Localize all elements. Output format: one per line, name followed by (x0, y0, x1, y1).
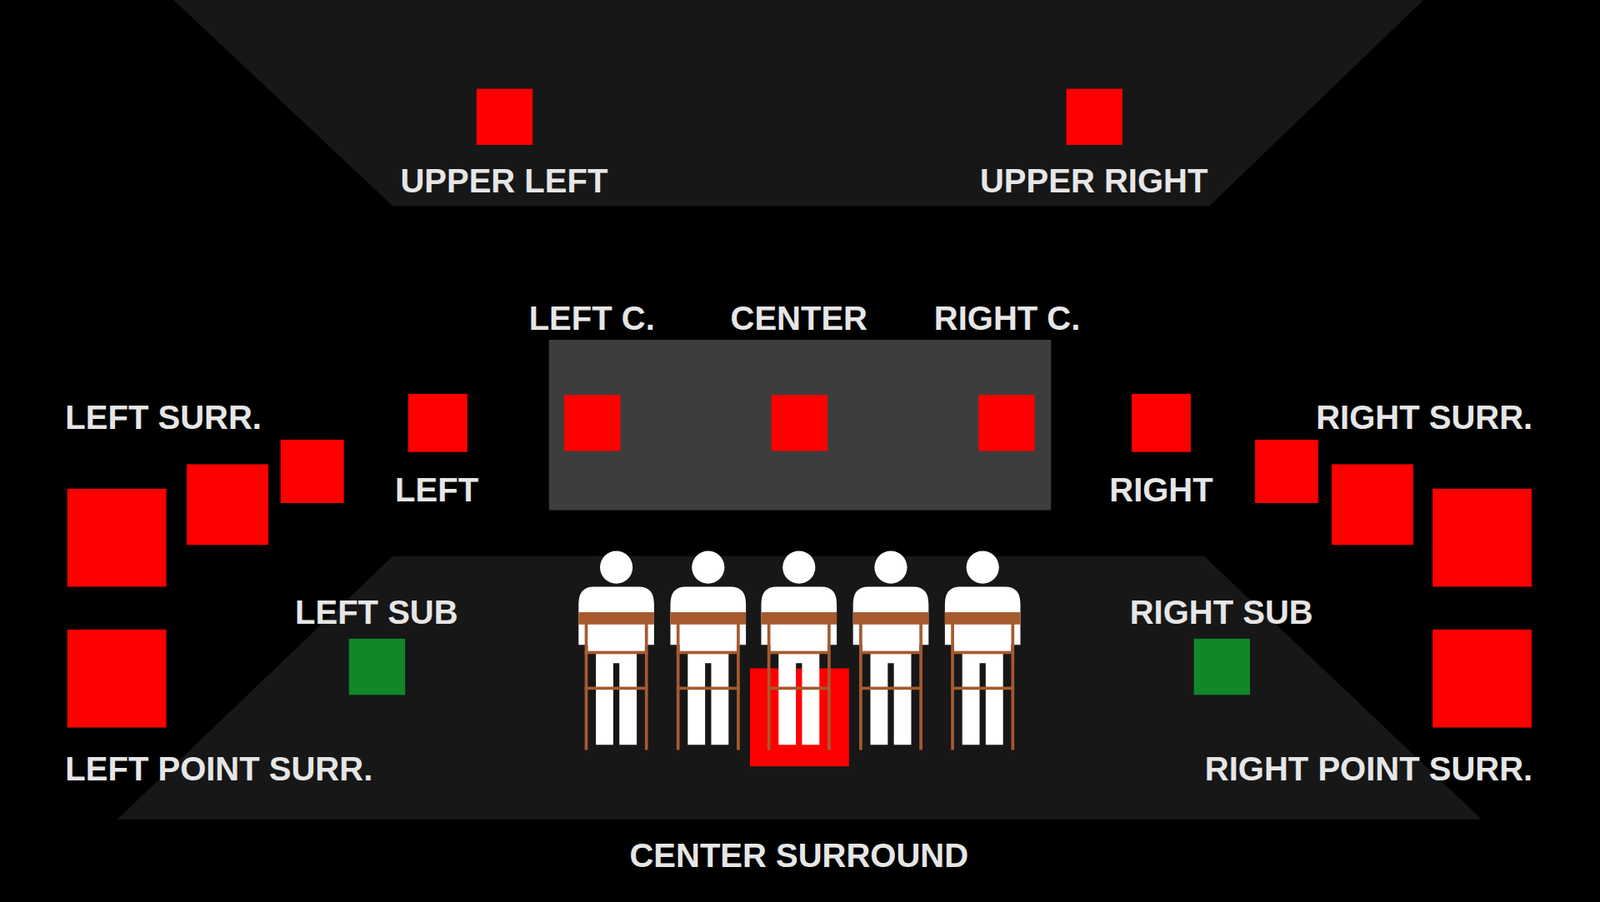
speaker-label: LEFT SUB (295, 595, 459, 630)
speaker-label: LEFT C. (529, 301, 655, 335)
speaker-label: LEFT SURR. (65, 400, 262, 435)
speaker-label: RIGHT SUB (1130, 595, 1314, 630)
speaker-label: LEFT (395, 473, 479, 507)
speaker-label: UPPER RIGHT (980, 164, 1208, 198)
speaker-label: CENTER (730, 301, 868, 335)
speaker-label: LEFT POINT SURR. (65, 752, 373, 786)
speaker-label: RIGHT SURR. (1315, 400, 1533, 435)
speaker-label: RIGHT (1109, 473, 1213, 507)
speaker-label: RIGHT POINT SURR. (1205, 752, 1533, 786)
speaker-label: RIGHT C. (934, 301, 1081, 335)
speaker-label: CENTER SURROUND (629, 839, 969, 873)
speaker-label: UPPER LEFT (400, 164, 608, 198)
